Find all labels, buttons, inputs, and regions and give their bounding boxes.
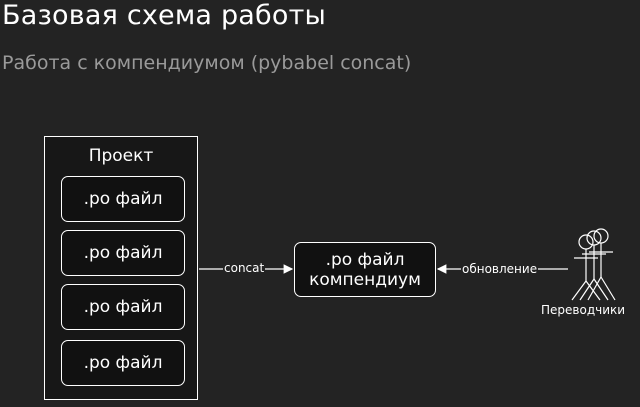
project-po-file-4: .po файл [61,340,185,386]
slide-title: Базовая схема работы [2,0,327,31]
project-po-file-2: .po файл [61,230,185,276]
compendium-line-1: .po файл [325,249,405,270]
concat-edge-label: concat [223,261,266,275]
compendium-line-2: компендиум [309,269,421,290]
project-po-file-1: .po файл [61,176,185,222]
translators-label: Переводчики [541,303,626,317]
slide-subtitle: Работа с компендиумом (pybabel concat) [2,52,412,74]
project-container: Проект .po файл .po файл .po файл .po фа… [44,136,198,400]
project-label: Проект [88,146,154,166]
people-group-icon [571,228,616,301]
project-po-file-3: .po файл [61,284,185,330]
compendium-node: .po файл компендиум [294,242,436,297]
update-edge-label: обновление [461,262,539,276]
